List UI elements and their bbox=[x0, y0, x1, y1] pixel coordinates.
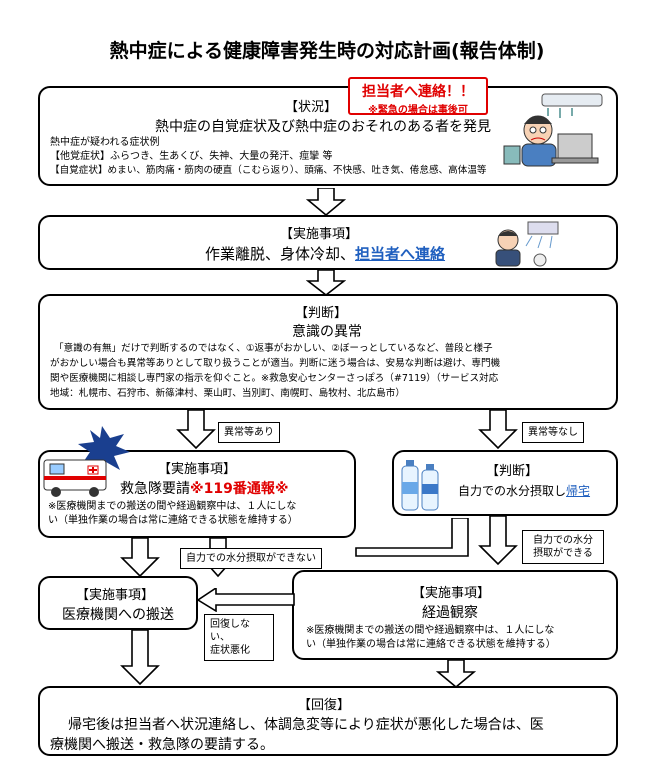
flow-arrow bbox=[306, 270, 346, 296]
observation-line1: ※医療機関までの搬送の間や経過観察中は、１人にしな bbox=[306, 625, 555, 636]
action1-contact-link[interactable]: 担当者へ連絡 bbox=[355, 245, 446, 263]
label-abnormal-yes: 異常等あり bbox=[218, 422, 280, 443]
status-line1: 熱中症が疑われる症状例 bbox=[50, 137, 160, 148]
action1-header: 【実施事項】 bbox=[280, 227, 359, 242]
judgment-line4: 地域：札幌市、石狩市、新篠津村、栗山町、当別町、南幌町、島牧村、北広島市） bbox=[50, 388, 405, 399]
label-no-recovery: 回復しない、 症状悪化 bbox=[204, 614, 274, 661]
judgment-header: 【判断】 bbox=[295, 306, 348, 321]
label-abnormal-no: 異常等なし bbox=[522, 422, 584, 443]
page-title: 熱中症による健康障害発生時の対応計画(報告体制) bbox=[109, 40, 545, 62]
recovery-line2: 療機関へ搬送・救急隊の要請する。 bbox=[50, 737, 274, 753]
worker-at-pc-icon bbox=[503, 93, 603, 167]
recovery-line1: 帰宅後は担当者へ状況連絡し、体調急変等により症状が悪化した場合は、医 bbox=[68, 717, 544, 733]
emergency-call-119: ※119番通報※ bbox=[190, 481, 289, 497]
label-can-hydrate-line1: 自力での水分 bbox=[533, 535, 593, 546]
status-header: 【状況】 bbox=[285, 100, 338, 115]
status-main: 熱中症の自覚症状及び熱中症のおそれのある者を発見 bbox=[155, 119, 491, 135]
label-no-recovery-line1: 回復しない、 bbox=[210, 619, 250, 643]
flow-arrow bbox=[436, 660, 476, 688]
ambulance-line1: ※医療機関までの搬送の間や経過観察中は、１人にしな bbox=[48, 501, 297, 512]
flow-arrow bbox=[478, 410, 518, 450]
label-can-hydrate-line2: 摂取ができる bbox=[533, 548, 593, 559]
judgment-box: 【判断】 意識の異常 「意識の有無」だけで判断するのではなく、①返事がおかしい、… bbox=[38, 294, 618, 410]
action1-main-prefix: 作業離脱、身体冷却、 bbox=[205, 245, 356, 263]
go-home-link[interactable]: 帰宅 bbox=[566, 484, 591, 498]
flow-arrow bbox=[176, 410, 216, 450]
flow-arrow bbox=[306, 188, 346, 216]
hydration-header: 【判断】 bbox=[486, 464, 539, 479]
judgment-line3: 関や医療機関に相談し専門家の指示を仰ぐこと。※救急安心センターさっぽろ（#711… bbox=[50, 373, 499, 384]
contact-callout: 担当者へ連絡！！ ※緊急の場合は事後可 bbox=[348, 77, 488, 116]
transport-box: 【実施事項】 医療機関への搬送 bbox=[38, 576, 198, 630]
judgment-line2: がおかしい場合も異常等ありとして取り扱うことが適当。判断に迷う場合は、安易な判断… bbox=[50, 358, 501, 369]
flow-arrow bbox=[355, 518, 469, 557]
recovery-header: 【回復】 bbox=[298, 698, 351, 713]
flow-arrow bbox=[478, 516, 518, 566]
ambulance-header: 【実施事項】 bbox=[158, 462, 237, 477]
callout-sub: ※緊急の場合は事後可 bbox=[368, 105, 468, 116]
status-line2: 【他覚症状】ふらつき、生あくび、失神、大量の発汗、痙攣 等 bbox=[50, 151, 333, 162]
ambulance-icon bbox=[43, 426, 130, 497]
judgment-line1: 「意識の有無」だけで判断するのではなく、①返事がおかしい、②ぼーっとしているなど… bbox=[54, 343, 493, 354]
observation-box: 【実施事項】 経過観察 ※医療機関までの搬送の間や経過観察中は、１人にしな い（… bbox=[292, 570, 618, 660]
ambulance-main-prefix: 救急隊要請 bbox=[120, 481, 190, 497]
callout-main: 担当者へ連絡！！ bbox=[362, 84, 474, 100]
cooling-worker-icon bbox=[495, 221, 559, 267]
flow-arrow bbox=[120, 538, 160, 578]
flow-arrow bbox=[120, 630, 160, 686]
observation-main: 経過観察 bbox=[422, 605, 478, 621]
label-can-hydrate: 自力での水分 摂取ができる bbox=[522, 530, 604, 564]
action1-main: 作業離脱、身体冷却、担当者へ連絡 bbox=[205, 243, 445, 264]
judgment-main: 意識の異常 bbox=[292, 324, 362, 340]
label-cannot-hydrate: 自力での水分摂取ができない bbox=[180, 548, 322, 569]
status-box: 【状況】 熱中症の自覚症状及び熱中症のおそれのある者を発見 熱中症が疑われる症状… bbox=[38, 86, 618, 186]
observation-header: 【実施事項】 bbox=[412, 586, 491, 601]
hydration-main: 自力での水分摂取し帰宅 bbox=[458, 482, 590, 499]
ambulance-line2: い（単独作業の場合は常に連絡できる状態を維持する） bbox=[48, 515, 298, 526]
flow-arrow bbox=[196, 588, 295, 612]
action1-box: 【実施事項】 作業離脱、身体冷却、担当者へ連絡 bbox=[38, 215, 618, 270]
observation-line2: い（単独作業の場合は常に連絡できる状態を維持する） bbox=[306, 639, 556, 650]
label-no-recovery-line2: 症状悪化 bbox=[210, 645, 250, 656]
transport-main: 医療機関への搬送 bbox=[62, 607, 174, 623]
status-line3: 【自覚症状】めまい、筋肉痛・筋肉の硬直（こむら返り）、頭痛、不快感、吐き気、倦怠… bbox=[50, 165, 487, 176]
water-bottle-icon bbox=[401, 460, 439, 511]
recovery-box: 【回復】 帰宅後は担当者へ状況連絡し、体調急変等により症状が悪化した場合は、医 … bbox=[38, 686, 618, 756]
transport-header: 【実施事項】 bbox=[76, 588, 155, 603]
ambulance-main: 救急隊要請※119番通報※ bbox=[120, 478, 288, 498]
hydration-main-prefix: 自力での水分摂取し bbox=[458, 484, 567, 498]
